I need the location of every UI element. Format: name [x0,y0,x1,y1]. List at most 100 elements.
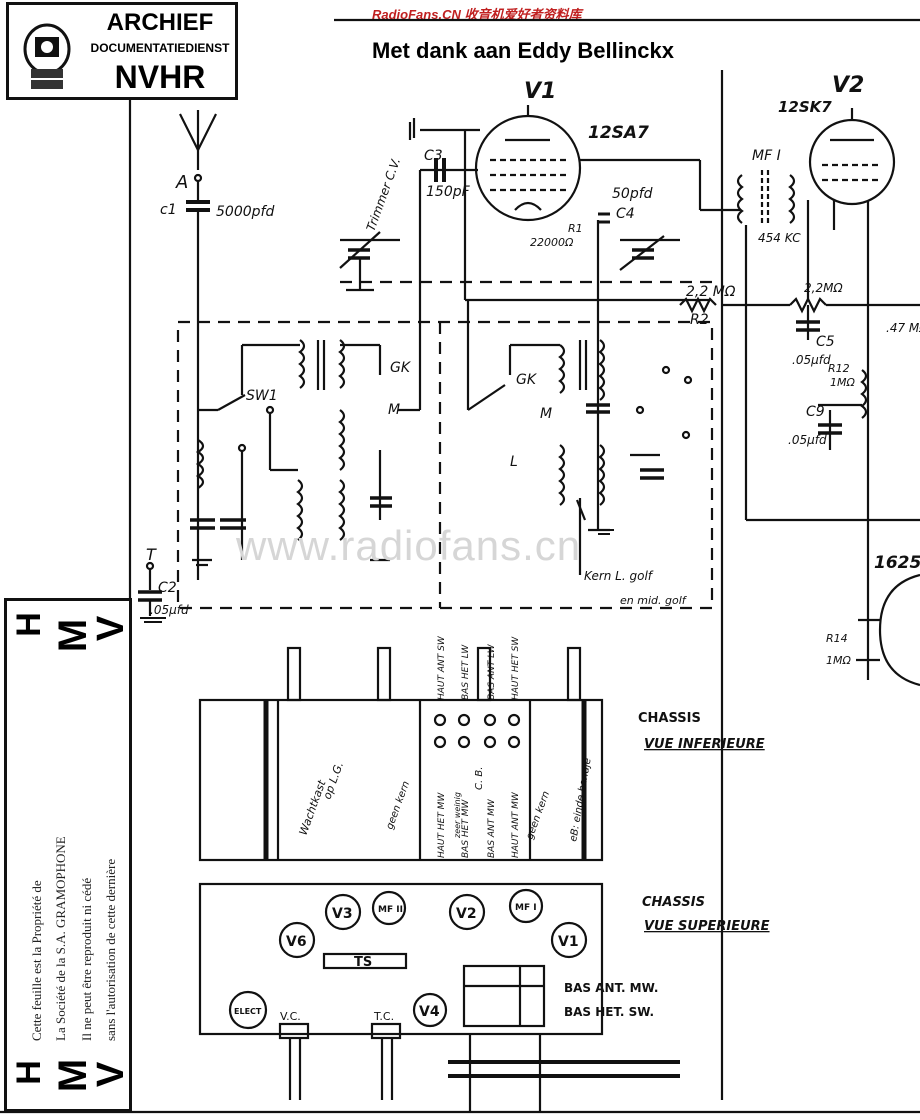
chassis-bottom-view [198,646,604,862]
c1-label: c1 [160,202,177,218]
v2-label: V2 [832,73,864,98]
gk-label-2: GK [516,372,538,388]
v2-type-label: 12SK7 [778,98,832,116]
trimmer-label: Trimmer C.V. [364,156,403,233]
nvhr-logo-icon [23,23,71,89]
c3-value: 150pF [426,184,471,200]
c9-label: C9 [806,404,825,420]
kern-note-2: en mid. golf [620,594,688,607]
tube-v3-top: V3 [332,906,353,922]
oscillator-coils [466,220,693,575]
notice-line-3: Il ne peut être reproduit ni cédé [79,877,94,1041]
r1-value: 22000Ω [530,236,574,249]
l-label: L [510,454,518,470]
stamp-archief: ARCHIEF [106,9,214,36]
tube-v1-top: V1 [558,934,579,950]
hmv-letter-v-bottom: V [90,1061,133,1088]
c2-value: .05μfd [150,603,189,617]
chassis-bottom-title: CHASSIS [638,711,701,726]
hmv-letter-v-top: V [90,615,133,642]
tube-mf1-top: MF I [515,903,537,913]
coil-box [176,320,714,610]
label-haut-ant-mw: HAUT ANT MW [511,791,521,858]
tube-v6-top: V6 [286,934,307,950]
note-cb: C. B. [474,767,485,790]
note-geen-kern-2: geen kern [524,790,552,841]
legend-bas-het-sw: BAS HET. SW. [564,1005,654,1019]
hmv-letter-h-bottom: H [9,1060,48,1085]
note-zeer-weinig: zeer weinig [453,792,462,839]
archive-stamp: ARCHIEF DOCUMENTATIEDIENST NVHR [6,2,238,100]
c1-value: 5000pfd [216,204,274,220]
output-stage [856,520,920,687]
legend-bas-ant-mw: BAS ANT. MW. [564,981,658,995]
terminal-t [138,561,162,616]
v1-label: V1 [524,79,556,104]
stamp-documentatiedienst: DOCUMENTATIEDIENST [90,41,230,55]
hmv-letter-h-top: H [9,612,48,637]
r14-label: R14 [826,632,848,645]
label-haut-het-mw: HAUT HET MW [437,792,447,858]
tube-v2 [808,108,896,520]
c4-label: C4 [616,206,635,222]
r12-label: R12 [828,362,850,375]
chassis-bottom-subtitle: VUE INFERIEURE [644,737,765,752]
m-label-2: M [540,406,552,422]
m-label-1: M [388,402,400,418]
tube-v2-top: V2 [456,906,477,922]
label-bas-ant-lw: BAS ANT LW [487,643,497,700]
hmv-side-panel: H M V Cette feuille est la Propriété de … [4,598,132,1112]
note-op-lg: op L.G. [321,760,347,801]
sw1-label: SW1 [246,388,278,404]
gk-label-1: GK [390,360,412,376]
t-label: T [146,545,157,564]
r12-value: 1MΩ [830,376,855,389]
r5-value: .47 MΩ [886,321,920,335]
tube-v1 [408,105,740,302]
label-haut-het-sw: HAUT HET SW [511,636,521,700]
r3-value: 2,2MΩ [804,281,843,295]
tube-v4-top: V4 [419,1004,440,1020]
if-transformer-mf1 [736,170,920,522]
antenna-label: A [175,172,188,193]
note-geen-kern-1: geen kern [384,780,412,831]
label-bas-het-mw: BAS HET MW [461,799,471,858]
v3-type-label: 1625 [874,553,920,573]
center-watermark: www.radiofans.cn [236,522,582,569]
variable-capacitors [339,212,680,292]
ts-label: TS [354,955,372,970]
mf1-frequency: 454 KC [758,231,801,245]
resistors-r2-r3 [679,296,920,450]
c2-label: C2 [158,580,177,596]
ground-symbols [140,529,614,623]
kern-note-1: Kern L. golf [584,569,654,583]
r1-label: R1 [568,222,583,235]
v1-type-label: 12SA7 [588,123,649,143]
label-bas-het-lw: BAS HET LW [461,644,471,700]
tc-label: T.C. [373,1010,394,1023]
vc-label: V.C. [280,1010,301,1023]
note-einde-bandje: eB: einde bandje [568,757,594,842]
label-bas-ant-mw: BAS ANT MW [487,798,497,858]
c5-value: .05μfd [792,353,831,367]
chassis-top-subtitle: VUE SUPERIEURE [644,919,770,934]
c9-value: .05μfd [788,433,827,447]
r14-value: 1MΩ [826,654,851,667]
notice-line-2: La Société de la S.A. GRAMOPHONE [53,836,68,1041]
thanks-credit: Met dank aan Eddy Bellinckx [372,38,674,63]
r2-label: R2 [690,312,709,328]
chassis-top-view [198,882,680,1112]
stamp-nvhr: NVHR [114,59,206,95]
r2-value: 2,2 MΩ [686,284,736,300]
mf1-label: MF I [752,148,781,164]
notice-line-4: sans l'autorisation de cette dernière [103,858,118,1041]
notice-line-1: Cette feuille est la Propriété de [29,880,44,1041]
c3-label: C3 [424,148,443,164]
top-watermark: RadioFans.CN 收音机爱好者资料库 [372,7,582,22]
rf-coils [190,170,422,567]
tube-mf2-top: MF II [378,905,403,915]
chassis-top-title: CHASSIS [642,895,705,910]
label-haut-ant-sw: HAUT ANT SW [437,635,447,700]
